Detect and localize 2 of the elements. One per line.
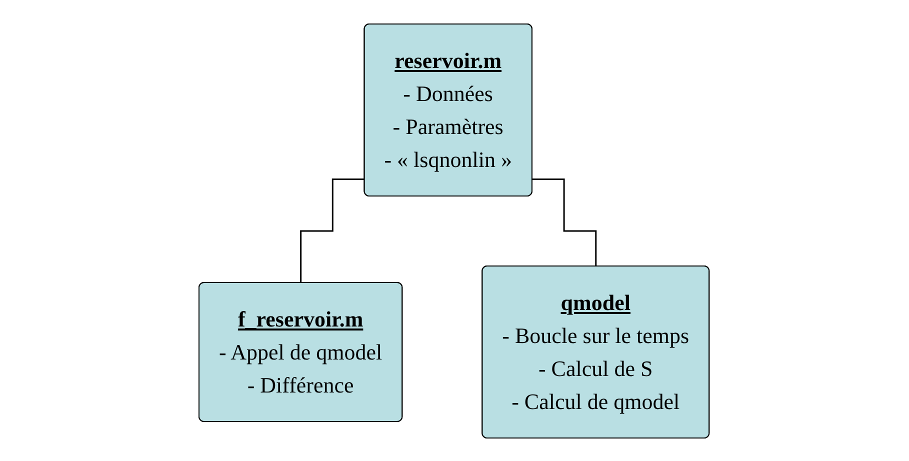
connector: [300, 178, 366, 284]
connector: [532, 178, 598, 267]
